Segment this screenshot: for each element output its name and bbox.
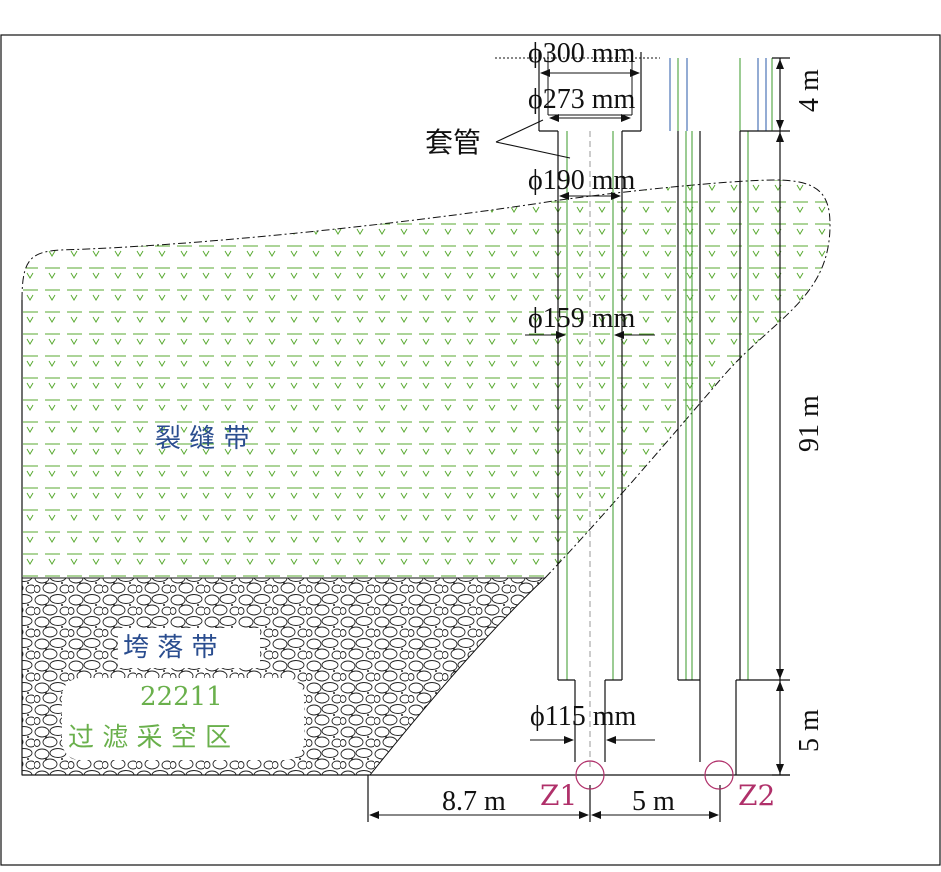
diameter-190-label: ϕ190 mm bbox=[528, 165, 636, 196]
right-vertical-dimension bbox=[772, 57, 790, 776]
diameter-159-label: ϕ159 mm bbox=[528, 303, 636, 334]
z2-label: Z2 bbox=[738, 779, 775, 812]
casing-label: 套管 bbox=[425, 126, 481, 159]
length-8-7m-label: 8.7 m bbox=[442, 786, 506, 817]
length-5m-vertical-label: 5 m bbox=[794, 709, 825, 752]
z1-hole-marker bbox=[575, 760, 605, 790]
z2-hole-marker bbox=[704, 760, 734, 790]
caving-label-box bbox=[118, 628, 260, 668]
figure-frame bbox=[0, 34, 941, 866]
fracture-zone bbox=[21, 179, 831, 579]
panel-desc-label: 过 滤 采 空 区 bbox=[68, 723, 231, 753]
panel-number-label: 22211 bbox=[140, 682, 223, 712]
diameter-115-label: ϕ115 mm bbox=[530, 701, 636, 732]
panel-label-box bbox=[62, 678, 304, 760]
borehole-z2 bbox=[669, 58, 701, 762]
borehole-z1 bbox=[538, 52, 642, 770]
fracture-zone-label: 裂 缝 带 bbox=[155, 424, 250, 454]
bottom-horizontal-dimension bbox=[367, 775, 721, 822]
casing-leaders bbox=[495, 119, 571, 159]
length-5m-horizontal-label: 5 m bbox=[632, 786, 675, 817]
length-91m-label: 91 m bbox=[794, 395, 825, 452]
diameter-300-label: ϕ300 mm bbox=[528, 38, 636, 69]
length-4m-label: 4 m bbox=[794, 69, 825, 112]
borehole-right-pipe bbox=[735, 58, 790, 775]
z1-label: Z1 bbox=[540, 779, 577, 812]
diameter-273-label: ϕ273 mm bbox=[528, 84, 636, 115]
diameter-arrows bbox=[525, 69, 655, 744]
caving-zone-label: 垮 落 带 bbox=[123, 633, 218, 663]
